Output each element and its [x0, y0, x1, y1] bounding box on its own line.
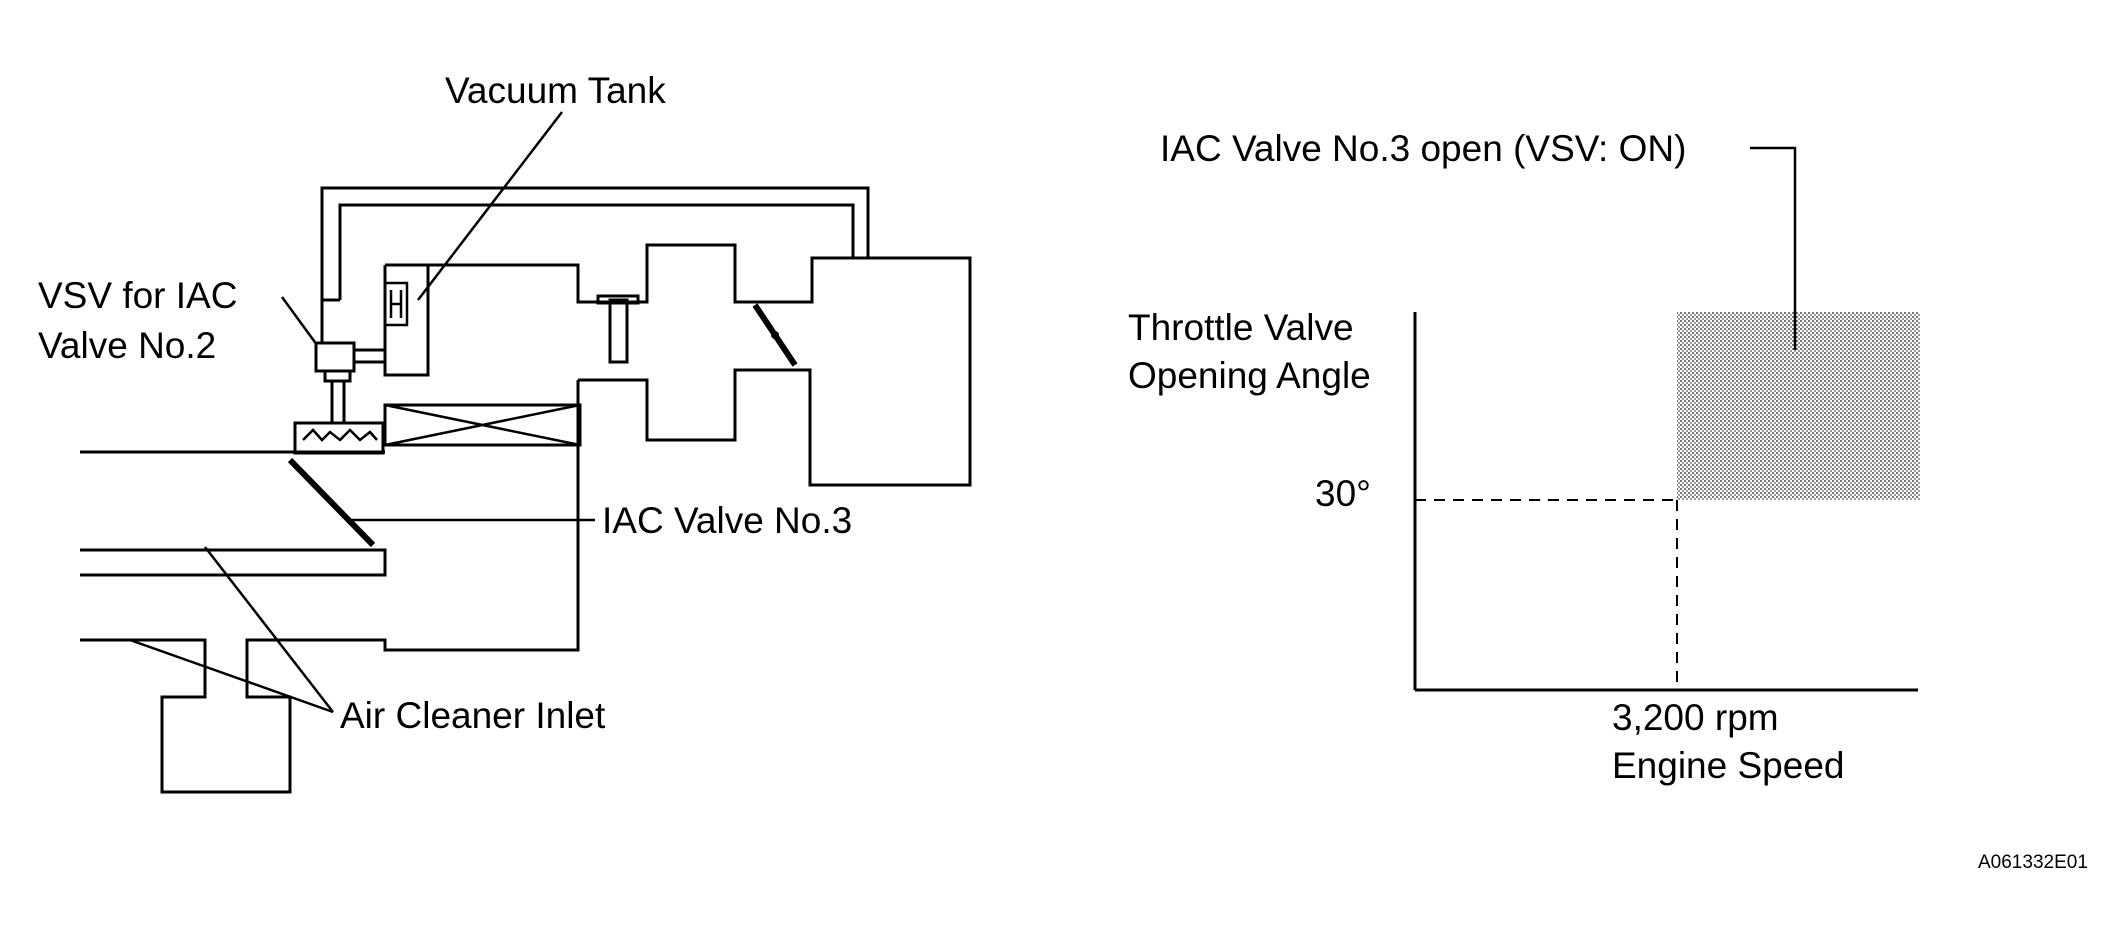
leader-air-cleaner-2	[204, 546, 334, 713]
leader-air-cleaner-1	[129, 638, 334, 714]
vsv-box	[314, 341, 356, 373]
xlabel: Engine Speed	[1612, 745, 1844, 786]
vacuum-hose-outer	[320, 186, 870, 343]
actuator-diaphragm	[302, 428, 378, 442]
ylabel-line2: Opening Angle	[1128, 355, 1371, 396]
vacuum-hose-return	[320, 298, 340, 343]
ylabel-line1: Throttle Valve	[1128, 307, 1354, 348]
vacuum-tank-check-valve	[383, 281, 409, 327]
iac-open-region	[1677, 312, 1920, 500]
iac-valve-2-plunger	[608, 298, 629, 364]
intake-duct-inner-wall	[80, 548, 387, 577]
y-threshold-label: 30°	[1315, 473, 1371, 514]
leader-region	[1750, 146, 1797, 350]
intake-diagram: Vacuum Tank VSV for IAC Valve No.2 IAC V…	[38, 70, 972, 794]
label-air-cleaner-inlet: Air Cleaner Inlet	[340, 695, 606, 736]
operating-region-graph: IAC Valve No.3 open (VSV: ON) Throttle V…	[1128, 128, 1920, 786]
label-vsv-line2: Valve No.2	[38, 325, 216, 366]
figure-code: A061332E01	[1978, 852, 2088, 873]
throttle-valve-shaft	[771, 331, 779, 339]
label-iac-valve-3: IAC Valve No.3	[602, 500, 852, 541]
leader-vacuum-tank	[417, 111, 563, 301]
vsv-stem	[323, 371, 352, 383]
bypass-cross	[384, 403, 581, 447]
actuator-rod	[330, 381, 346, 423]
vacuum-hose-inner	[338, 203, 855, 300]
bypass-passage	[383, 403, 582, 447]
vacuum-tank-check-valve-mark	[389, 290, 403, 318]
x-threshold-label: 3,200 rpm	[1612, 697, 1779, 738]
iac-valve-3-plate	[287, 457, 376, 548]
leader-vsv	[280, 296, 319, 346]
label-vacuum-tank: Vacuum Tank	[445, 70, 666, 111]
iac-valve-2-cap	[596, 294, 640, 305]
intake-chamber-upper	[428, 243, 972, 487]
actuator-housing	[293, 421, 385, 455]
vsv-port	[354, 348, 385, 364]
vacuum-tank-body	[383, 263, 430, 377]
label-region: IAC Valve No.3 open (VSV: ON)	[1160, 128, 1686, 169]
label-vsv-line1: VSV for IAC	[38, 275, 237, 316]
